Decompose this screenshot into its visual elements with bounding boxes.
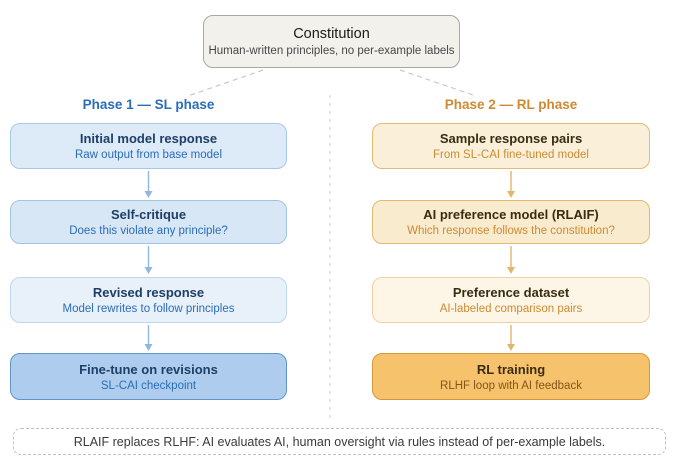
phase1-down-arrow-2 bbox=[144, 246, 153, 274]
step-title: Preference dataset bbox=[452, 285, 570, 300]
constitution-title: Constitution bbox=[293, 26, 370, 42]
footnote-text: RLAIF replaces RLHF: AI evaluates AI, hu… bbox=[73, 434, 606, 449]
phase2-down-arrow-2 bbox=[507, 246, 515, 274]
phase1-down-arrow-1 bbox=[144, 171, 153, 198]
constitution-connector-right bbox=[399, 69, 477, 97]
constitution-box: Constitution Human-written principles, n… bbox=[203, 15, 460, 68]
phase2-step-sample-response-pairs: Sample response pairs From SL-CAI fine-t… bbox=[372, 123, 650, 169]
step-subtitle: From SL-CAI fine-tuned model bbox=[433, 149, 589, 161]
constitution-connector-left bbox=[187, 69, 264, 97]
phase1-header: Phase 1 — SL phase bbox=[82, 97, 215, 112]
constitution-subtitle: Human-written principles, no per-example… bbox=[208, 45, 455, 57]
phase2-down-arrow-3 bbox=[507, 325, 515, 351]
phase2-step-ai-preference-model: AI preference model (RLAIF) Which respon… bbox=[372, 200, 650, 244]
phase1-step-fine-tune-on-revisions: Fine-tune on revisions SL-CAI checkpoint bbox=[10, 353, 287, 400]
footnote-box: RLAIF replaces RLHF: AI evaluates AI, hu… bbox=[13, 428, 666, 455]
step-title: Revised response bbox=[92, 285, 205, 300]
phase1-step-initial-model-response: Initial model response Raw output from b… bbox=[10, 123, 287, 169]
step-title: RL training bbox=[476, 361, 546, 377]
step-title: Self-critique bbox=[110, 207, 187, 222]
step-subtitle: AI-labeled comparison pairs bbox=[439, 303, 583, 315]
step-title: Sample response pairs bbox=[439, 131, 583, 146]
step-subtitle: Raw output from base model bbox=[74, 149, 223, 161]
step-title: Fine-tune on revisions bbox=[79, 361, 218, 377]
phase2-header: Phase 2 — RL phase bbox=[444, 97, 578, 112]
step-title: Initial model response bbox=[79, 131, 218, 146]
step-subtitle: Which response follows the constitution? bbox=[407, 225, 615, 237]
step-subtitle: RLHF loop with AI feedback bbox=[440, 379, 582, 392]
phase2-down-arrow-1 bbox=[507, 171, 515, 198]
phase2-step-rl-training: RL training RLHF loop with AI feedback bbox=[372, 353, 650, 400]
phase1-step-self-critique: Self-critique Does this violate any prin… bbox=[10, 200, 287, 244]
phase1-step-revised-response: Revised response Model rewrites to follo… bbox=[10, 277, 287, 323]
phase2-step-preference-dataset: Preference dataset AI-labeled comparison… bbox=[372, 277, 650, 323]
step-subtitle: Model rewrites to follow principles bbox=[62, 303, 235, 315]
step-subtitle: Does this violate any principle? bbox=[69, 225, 228, 237]
step-subtitle: SL-CAI checkpoint bbox=[100, 379, 197, 392]
step-title: AI preference model (RLAIF) bbox=[423, 207, 599, 222]
phase1-down-arrow-3 bbox=[144, 325, 153, 351]
